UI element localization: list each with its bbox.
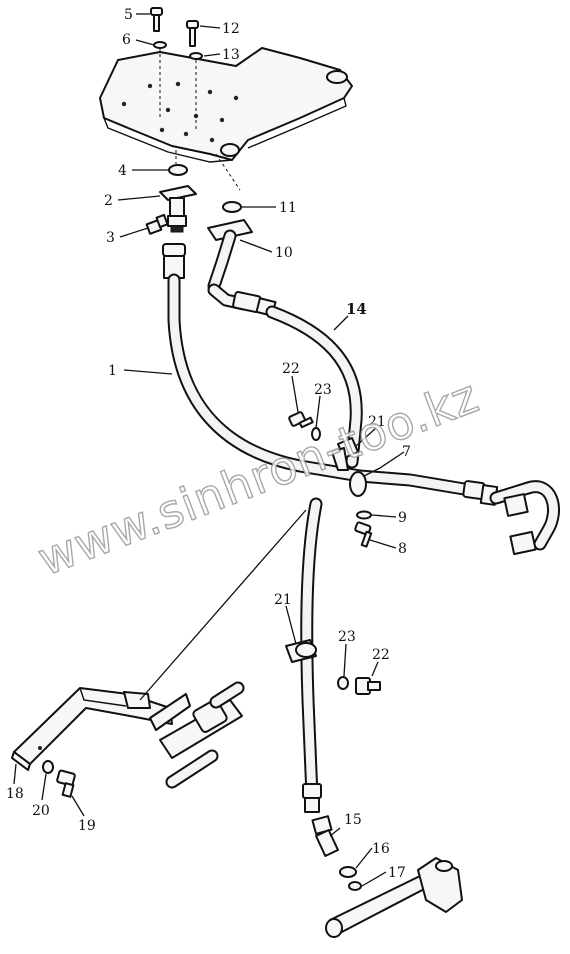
flange-elbow-10 <box>207 219 253 293</box>
leader-2 <box>117 195 161 201</box>
leader-17 <box>361 871 387 887</box>
callout-21-lower: 21 <box>274 592 292 608</box>
o-ring-4 <box>168 164 188 176</box>
leader-22b <box>371 661 379 677</box>
leader-23a <box>315 395 321 429</box>
leader-22a <box>291 375 299 413</box>
leader-7 <box>363 451 405 477</box>
washer-20 <box>42 760 54 774</box>
leader-6 <box>135 39 155 46</box>
leader-3 <box>119 227 149 238</box>
callout-2: 2 <box>104 193 113 209</box>
leader-21b <box>285 605 297 645</box>
leader-8 <box>369 539 397 549</box>
callout-5: 5 <box>124 7 133 23</box>
leader-9 <box>371 514 397 518</box>
o-ring-17 <box>348 881 362 891</box>
callout-22-lower: 22 <box>372 647 390 663</box>
callout-10: 10 <box>275 245 293 261</box>
callout-8: 8 <box>398 541 407 557</box>
leader-13 <box>203 53 221 57</box>
callout-9: 9 <box>398 510 407 526</box>
leader-14 <box>333 315 349 331</box>
callout-23-lower: 23 <box>338 629 356 645</box>
callout-3: 3 <box>106 230 115 246</box>
clamp-21-lower <box>285 639 317 663</box>
callout-6: 6 <box>122 32 131 48</box>
bolt-8 <box>354 521 373 548</box>
callout-4: 4 <box>118 163 127 179</box>
callout-21-upper: 21 <box>368 414 386 430</box>
flange-elbow-2 <box>159 185 197 233</box>
leader-19 <box>71 795 85 817</box>
elbow-15 <box>311 815 339 857</box>
plug-3 <box>145 213 169 235</box>
callout-23-upper: 23 <box>314 382 332 398</box>
callout-17: 17 <box>388 865 406 881</box>
leader-16 <box>355 847 373 869</box>
leader-18 <box>13 763 17 785</box>
bolt-22-upper <box>288 411 314 429</box>
leader-21a <box>355 427 377 447</box>
leader-12 <box>199 25 221 29</box>
o-ring-16 <box>339 866 357 878</box>
clamp-21-upper <box>331 437 359 471</box>
callout-13: 13 <box>222 47 240 63</box>
callout-11: 11 <box>279 200 297 216</box>
callout-20: 20 <box>32 803 50 819</box>
washer-23-lower <box>337 676 349 690</box>
leader-20 <box>41 773 47 801</box>
callout-22-upper: 22 <box>282 361 300 377</box>
callout-1: 1 <box>108 363 117 379</box>
hose-14 <box>207 283 363 469</box>
clamp-7 <box>349 471 367 497</box>
valve-assembly <box>149 681 245 789</box>
callout-15: 15 <box>344 812 362 828</box>
callout-12: 12 <box>222 21 240 37</box>
o-ring-11 <box>222 201 242 213</box>
callout-14: 14 <box>346 300 367 318</box>
bolt-5 <box>150 7 163 32</box>
washer-9 <box>356 510 372 520</box>
callout-7: 7 <box>402 444 411 460</box>
callout-18: 18 <box>6 786 24 802</box>
callout-19: 19 <box>78 818 96 834</box>
bracket-18 <box>11 687 173 771</box>
washer-6 <box>153 41 167 49</box>
hose-lower <box>300 497 323 813</box>
leader-10 <box>239 239 273 253</box>
hose-1 <box>162 243 560 556</box>
leader-23b <box>343 643 347 677</box>
washer-13 <box>189 52 203 60</box>
pipe-17 <box>325 857 463 938</box>
mounting-plate <box>99 47 353 163</box>
bolt-22-lower <box>355 677 381 695</box>
leader-1 <box>123 369 173 375</box>
callout-16: 16 <box>372 841 390 857</box>
bolt-12 <box>186 20 199 47</box>
bolt-19 <box>56 769 76 798</box>
leader-15 <box>329 827 341 837</box>
